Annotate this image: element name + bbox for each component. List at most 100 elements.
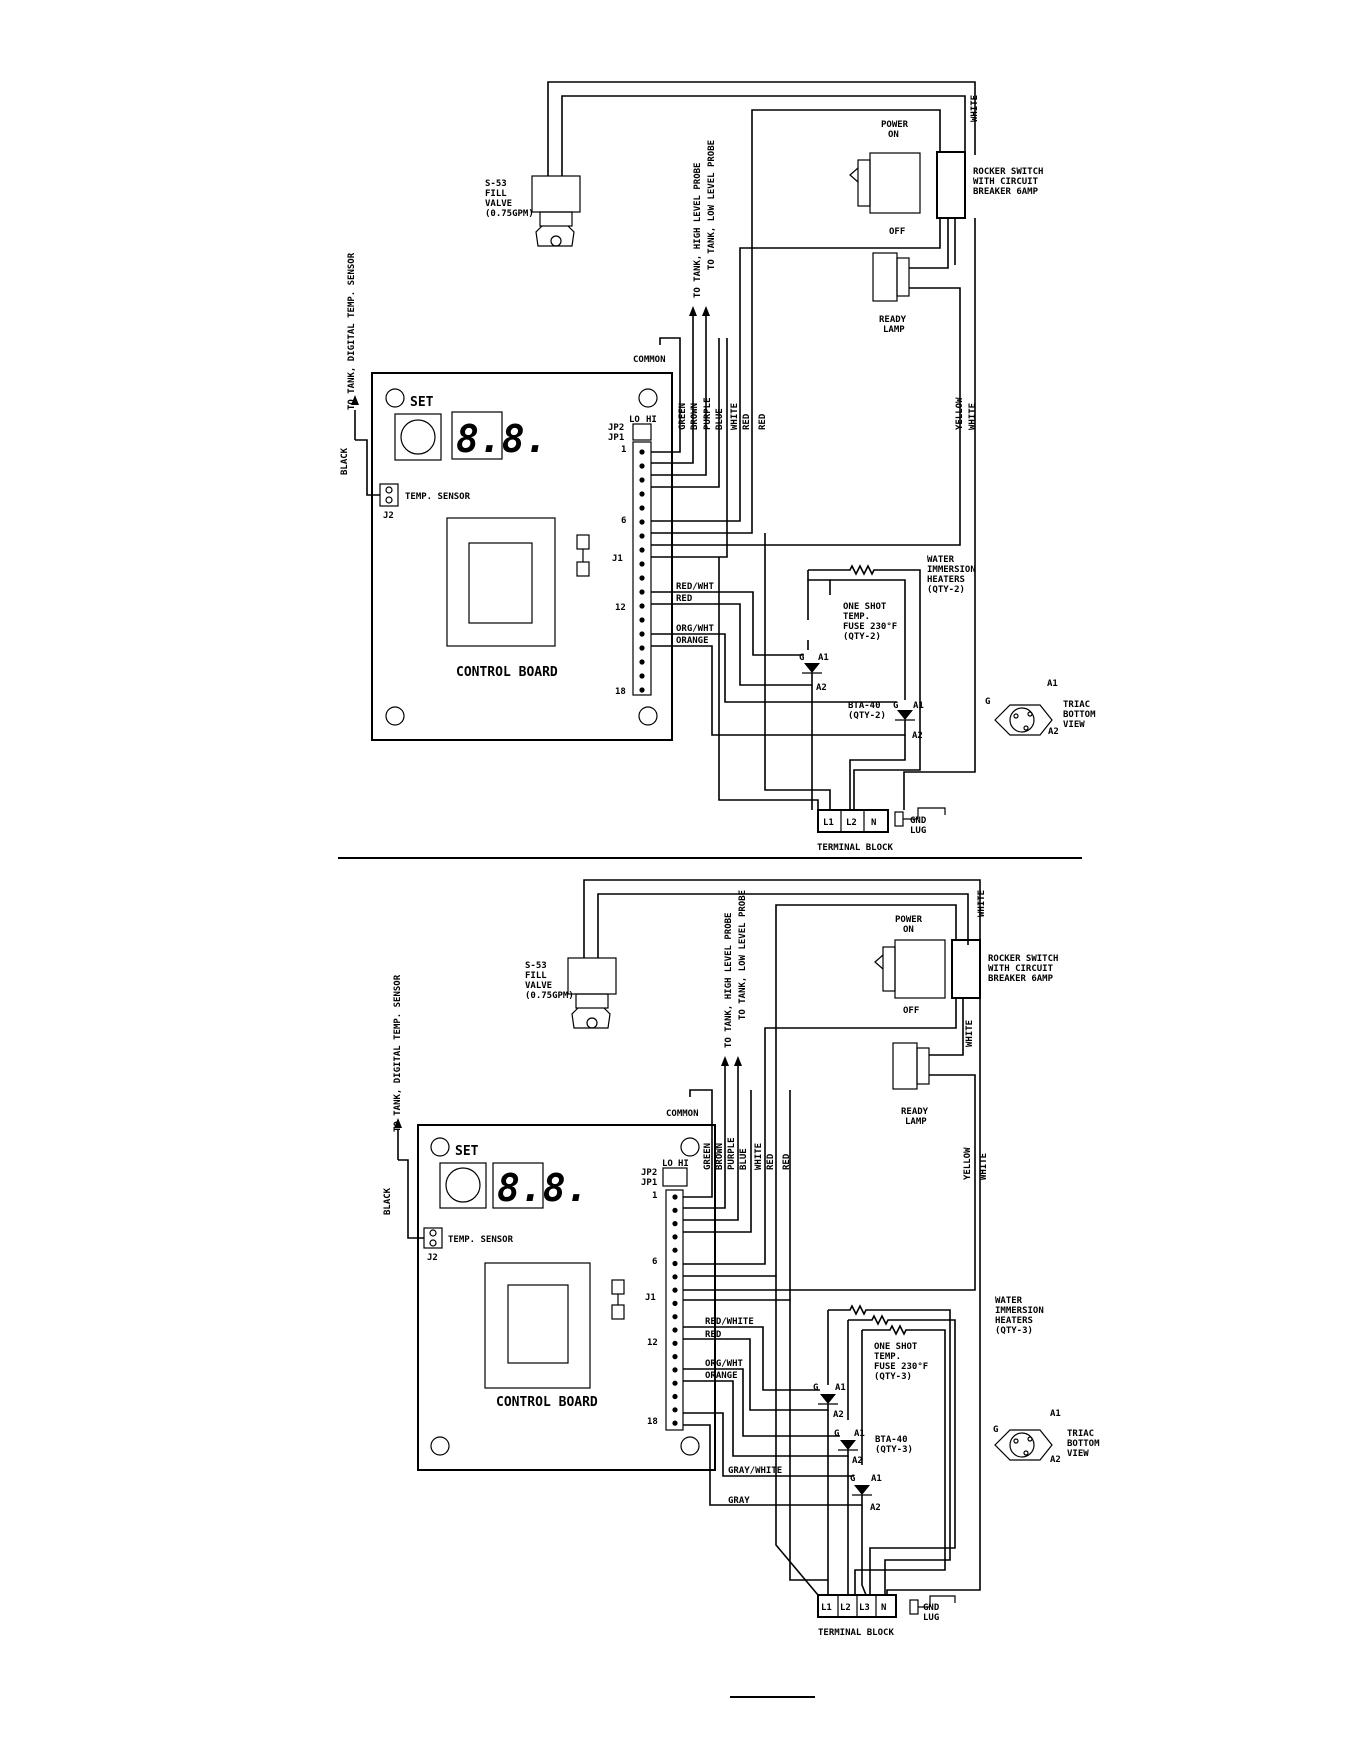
svg-text:(QTY-2): (QTY-2) (848, 711, 886, 721)
connector-pin (672, 1234, 678, 1240)
connector-pin (672, 1420, 678, 1426)
svg-text:ORANGE: ORANGE (676, 636, 709, 646)
svg-text:GND: GND (910, 816, 927, 826)
control-board-label: CONTROL BOARD (456, 665, 558, 680)
svg-text:HEATERS: HEATERS (927, 575, 965, 585)
svg-text:ONE SHOT: ONE SHOT (843, 602, 887, 612)
triac-symbol: G A1 A2 (813, 1383, 846, 1420)
svg-text:G: G (834, 1429, 839, 1439)
connector-pin (639, 491, 645, 497)
svg-text:TO TANK, HIGH LEVEL PROBE: TO TANK, HIGH LEVEL PROBE (724, 913, 734, 1048)
svg-text:A2: A2 (870, 1503, 881, 1513)
svg-text:GREEN: GREEN (703, 1143, 713, 1170)
svg-text:TRIAC: TRIAC (1067, 1429, 1094, 1439)
svg-text:ON: ON (903, 925, 914, 935)
svg-text:BREAKER 6AMP: BREAKER 6AMP (988, 974, 1054, 984)
svg-text:ORANGE: ORANGE (705, 1371, 738, 1381)
arrow-icon (394, 1118, 402, 1128)
svg-text:BLUE: BLUE (739, 1148, 749, 1170)
svg-text:JP2: JP2 (641, 1168, 657, 1178)
svg-text:WATER: WATER (927, 555, 955, 565)
connector-pin (672, 1340, 678, 1346)
control-board-outline (417, 1124, 716, 1471)
svg-text:BOTTOM: BOTTOM (1067, 1439, 1100, 1449)
triac-symbol: G A1 A2 (799, 653, 829, 693)
svg-text:READY: READY (901, 1107, 929, 1117)
svg-text:IMMERSION: IMMERSION (927, 565, 976, 575)
jumper-block (632, 423, 652, 441)
led-display (492, 1162, 544, 1209)
top-diagram: SET 8.8. CONTROL BOARD LO HI JP2 JP1 1 6… (340, 81, 1096, 853)
connector-pin (639, 687, 645, 693)
connector-pin (672, 1393, 678, 1400)
svg-text:A1: A1 (1047, 679, 1058, 689)
svg-text:JP1: JP1 (641, 1178, 657, 1188)
svg-text:WHITE: WHITE (968, 403, 978, 430)
svg-text:G: G (799, 653, 804, 663)
svg-text:HI: HI (646, 415, 657, 425)
ground-lug (909, 1599, 919, 1615)
svg-text:G: G (893, 701, 898, 711)
svg-text:ORG/WHT: ORG/WHT (705, 1359, 744, 1369)
svg-text:A1: A1 (1050, 1409, 1061, 1419)
svg-text:LUG: LUG (923, 1613, 939, 1623)
svg-text:VALVE: VALVE (485, 199, 512, 209)
connector-pin (672, 1380, 678, 1386)
connector-pin (672, 1207, 678, 1213)
svg-text:FILL: FILL (525, 971, 547, 981)
rocker-switch (869, 152, 921, 214)
svg-text:OFF: OFF (889, 227, 905, 237)
svg-text:READY: READY (879, 315, 907, 325)
transformer (446, 517, 556, 647)
svg-text:S-53: S-53 (525, 961, 547, 971)
svg-text:S-53: S-53 (485, 179, 507, 189)
svg-text:HI: HI (678, 1159, 689, 1169)
svg-text:(QTY-3): (QTY-3) (875, 1445, 913, 1455)
svg-text:WITH CIRCUIT: WITH CIRCUIT (973, 177, 1039, 187)
arrow-icon (351, 395, 359, 405)
svg-text:POWER: POWER (895, 915, 923, 925)
triac-bottom-view-icon: G A1 A2 TRIAC BOTTOM VIEW (993, 1409, 1100, 1465)
svg-text:A1: A1 (818, 653, 829, 663)
svg-text:L1: L1 (821, 1603, 832, 1613)
connector-pin (639, 519, 645, 525)
svg-text:12: 12 (615, 603, 626, 613)
svg-text:A1: A1 (871, 1474, 882, 1484)
svg-text:IMMERSION: IMMERSION (995, 1306, 1044, 1316)
svg-text:VIEW: VIEW (1067, 1449, 1089, 1459)
svg-text:WHITE: WHITE (754, 1143, 764, 1170)
svg-text:ON: ON (888, 130, 899, 140)
svg-text:TEMP.: TEMP. (874, 1352, 901, 1362)
svg-text:WATER: WATER (995, 1296, 1023, 1306)
svg-text:BTA-40: BTA-40 (848, 701, 881, 711)
svg-text:WHITE: WHITE (979, 1153, 989, 1180)
svg-text:RED: RED (705, 1330, 722, 1340)
connector-pin (672, 1354, 678, 1360)
svg-text:1: 1 (621, 445, 626, 455)
connector-pin (639, 449, 645, 455)
svg-text:A2: A2 (816, 683, 827, 693)
svg-text:FUSE 230°F: FUSE 230°F (874, 1362, 928, 1372)
svg-text:TERMINAL BLOCK: TERMINAL BLOCK (817, 843, 893, 853)
connector-pin (639, 575, 645, 581)
mounting-hole (638, 388, 658, 408)
svg-text:RED: RED (742, 413, 752, 430)
svg-text:TO TANK, LOW LEVEL PROBE: TO TANK, LOW LEVEL PROBE (738, 890, 748, 1020)
set-button (445, 1167, 481, 1203)
fill-valve-body (531, 175, 581, 213)
svg-text:A1: A1 (913, 701, 924, 711)
fuse-icon (576, 534, 590, 550)
svg-text:ROCKER SWITCH: ROCKER SWITCH (988, 954, 1058, 964)
svg-text:YELLOW: YELLOW (963, 1147, 973, 1180)
svg-text:JP2: JP2 (608, 423, 624, 433)
svg-text:A2: A2 (912, 731, 923, 741)
svg-text:OFF: OFF (903, 1006, 919, 1016)
svg-text:BLUE: BLUE (715, 408, 725, 430)
triac-symbol: G A1 A2 (850, 1474, 882, 1513)
led-display (451, 411, 503, 460)
ground-lug (894, 811, 904, 827)
svg-text:VALVE: VALVE (525, 981, 552, 991)
svg-text:G: G (850, 1474, 855, 1484)
svg-text:BLACK: BLACK (383, 1187, 393, 1215)
